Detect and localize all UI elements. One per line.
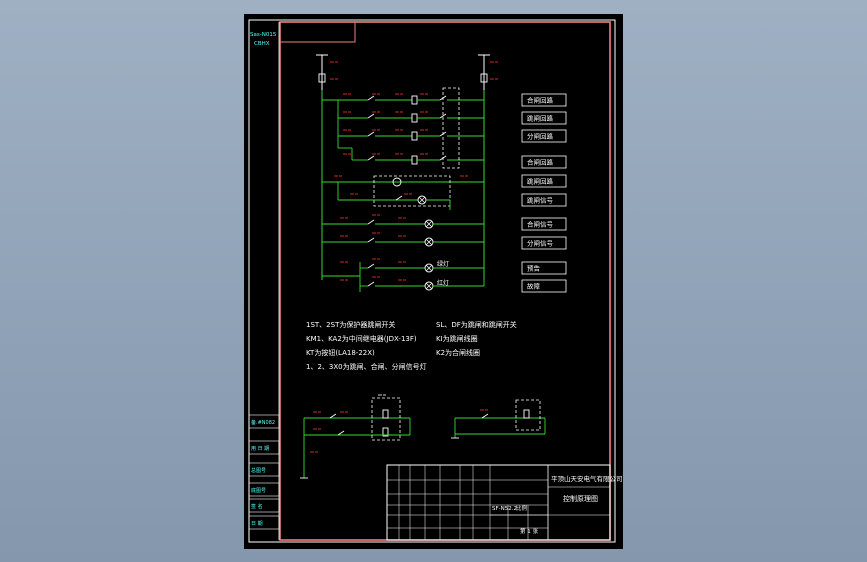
right-label-box (521, 155, 567, 169)
right-fuse (480, 73, 488, 83)
sub-coil (382, 409, 389, 419)
signal-lamp (425, 282, 433, 290)
right-label-text: 分闸信号 (527, 239, 554, 248)
sidebar-cell-label: 用 日 期 (251, 446, 269, 452)
notes: 1ST、2ST为保护器跳闸开关 SL、DF为跳闸和跳闸开关 KM1、KA2为中间… (306, 320, 517, 371)
sidebar-cell-label: 签 名 (251, 503, 263, 510)
sidebar-cell (248, 414, 280, 429)
drawing-number: SF-N52.2 (492, 506, 517, 512)
sidebar-top-sub: CBHX (254, 41, 270, 47)
signal-lamp (425, 220, 433, 228)
signal-lamp (425, 238, 433, 246)
sidebar-cell (248, 462, 280, 477)
right-label-text: 跳闸回路 (527, 114, 554, 123)
right-label-text: 合闸回路 (527, 158, 554, 167)
note-7: 1、2、3X0为跳闸、合闸、分闸信号灯 (306, 362, 427, 371)
note-1: 1ST、2ST为保护器跳闸开关 (306, 320, 395, 329)
right-label-text: 预告 (527, 264, 541, 273)
sheet-frame (248, 19, 616, 543)
indicator-lamp (418, 196, 426, 204)
relay-dashed-box (442, 87, 460, 169)
meter-symbol (392, 177, 402, 187)
right-label-box (521, 279, 567, 293)
branch-contact (367, 155, 375, 161)
sidebar-top-code: Sas-N015 (250, 32, 277, 38)
switch-dashed-box (373, 175, 451, 207)
scale-label: 比例 (516, 504, 528, 512)
branch-contact (367, 131, 375, 137)
sheet-number: 第 1 张 (520, 527, 538, 535)
note-3: KM1、KA2为中间继电器(JDX-13F) (306, 334, 417, 343)
lamp-row-contact (367, 237, 375, 243)
sidebar-cell (248, 440, 280, 455)
right-label-text: 合闸信号 (527, 220, 554, 229)
right-label-box (521, 174, 567, 188)
right-label-box (521, 111, 567, 125)
lamp-row-contact (367, 281, 375, 287)
sidebar-cell-label: 总图号 (251, 467, 266, 474)
lamp-label-red: 红灯 (437, 279, 449, 287)
sub-contact (329, 413, 337, 419)
right-label-box (521, 129, 567, 143)
row-contact (395, 195, 403, 201)
note-6: K2为合闸线圈 (436, 348, 480, 357)
note-4: KI为跳闸线圈 (436, 334, 478, 343)
sub-coil (382, 427, 389, 437)
sub2-dashed-box (515, 399, 541, 431)
lamp-row-contact (367, 219, 375, 225)
lamp-row-contact (367, 263, 375, 269)
sub2-coil (523, 409, 530, 419)
right-label-text: 跳闸信号 (527, 196, 554, 205)
sidebar-cell (248, 515, 280, 530)
sub-circuits (300, 394, 546, 479)
top-left-tag-box (279, 21, 356, 43)
sidebar-cell (248, 482, 280, 497)
right-label-box (521, 93, 567, 107)
right-label-text: 合闸回路 (527, 96, 554, 105)
sub2-contact (481, 413, 489, 419)
title-block: 平顶山天安电气有限公司 控制原理图 SF-N52.2 比例 第 1 张 (386, 464, 623, 541)
right-label-box (521, 261, 567, 275)
signal-lamp (425, 264, 433, 272)
right-label-box (521, 217, 567, 231)
sidebar-cell (248, 498, 280, 513)
branch-contact (367, 95, 375, 101)
right-label-box (521, 193, 567, 207)
right-label-text: 跳闸回路 (527, 177, 554, 186)
note-5: KT为按钮(LA18-22X) (306, 348, 375, 357)
sub-contact (337, 430, 345, 436)
right-label-text: 故障 (527, 282, 541, 291)
sidebar-cell-label: 底图号 (251, 487, 266, 494)
title-block-frame (386, 464, 611, 541)
sidebar-cell-label: 日 期 (251, 521, 263, 527)
right-label-text: 分闸回路 (527, 132, 554, 141)
left-fuse (318, 73, 326, 83)
branch-contact (439, 113, 447, 119)
note-2: SL、DF为跳闸和跳闸开关 (436, 320, 517, 329)
branch-contact (367, 113, 375, 119)
company-name: 平顶山天安电气有限公司 (551, 474, 623, 483)
drawing-title: 控制原理图 (563, 494, 598, 503)
lamp-label-green: 绿灯 (437, 260, 449, 268)
drawing-sheet (244, 14, 623, 549)
right-label-box (521, 236, 567, 250)
sidebar-cell-label: 备.#N082 (251, 419, 275, 426)
